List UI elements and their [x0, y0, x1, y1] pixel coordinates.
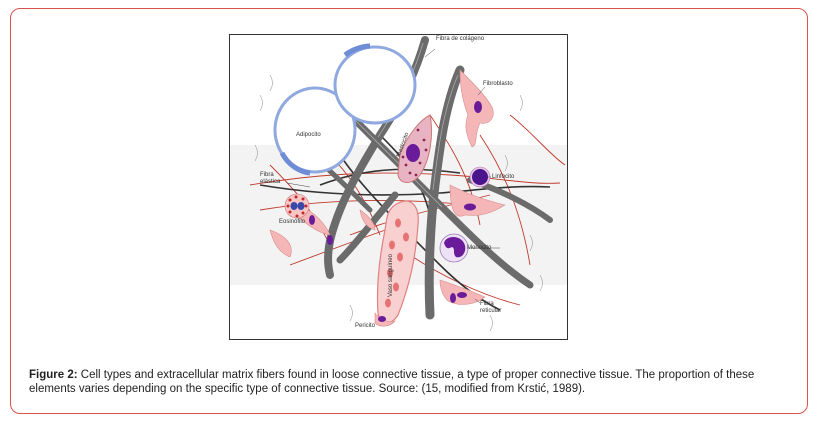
label-reticular-fiber: Fibra reticular — [480, 301, 502, 314]
label-elastic-fiber: Fibra elástica — [260, 172, 281, 185]
label-fibroblast: Fibroblasto — [483, 81, 513, 87]
adipocytes — [273, 43, 417, 176]
mast-cell — [397, 114, 433, 183]
label-monocyte: Monocito — [467, 245, 492, 251]
extra-nuclei — [327, 235, 456, 303]
lymphocyte — [469, 166, 491, 188]
label-adipocyte: Adipocito — [296, 132, 321, 138]
tissue-diagram — [230, 36, 567, 332]
label-collagen-fiber: Fibra de colágeno — [436, 36, 485, 42]
connective-tissue-illustration: Fibra de colágeno Fibroblasto Adipocito … — [229, 34, 568, 340]
label-eosinophil: Eosinófilo — [279, 219, 306, 225]
caption-label: Figure 2: — [29, 369, 78, 381]
label-pericyte: Pericito — [355, 323, 376, 329]
caption-text: Cell types and extracellular matrix fibe… — [29, 369, 755, 395]
eosinophil — [284, 193, 310, 219]
label-blood-vessel: Vaso sanguíneo — [388, 254, 394, 297]
leader-lines — [286, 48, 500, 304]
label-lymphocyte: Linfocito — [492, 174, 515, 180]
monocyte — [439, 233, 469, 263]
pericyte — [374, 312, 396, 327]
figure-caption: Figure 2: Cell types and extracellular m… — [29, 368, 793, 396]
ground-substance — [254, 74, 543, 332]
fibroblast-nuclei — [309, 101, 482, 298]
figure-frame — [10, 8, 808, 414]
